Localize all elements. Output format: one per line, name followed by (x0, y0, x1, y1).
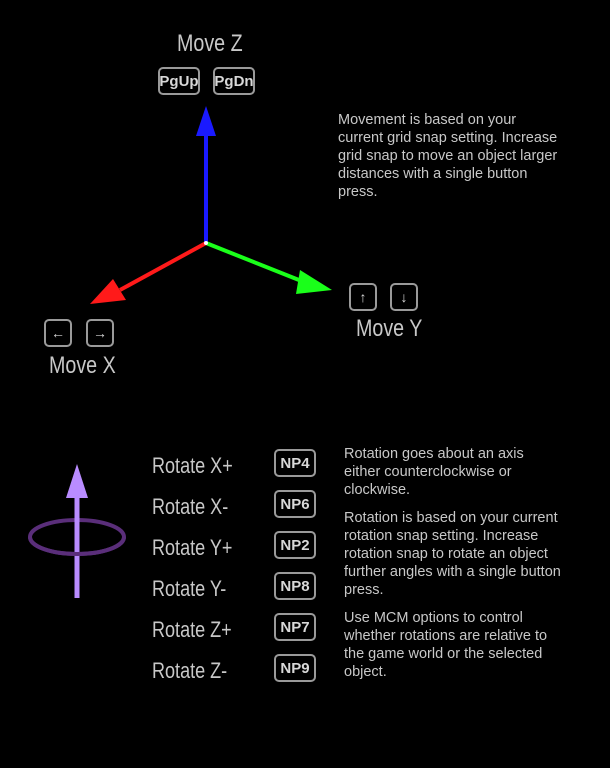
y-axis-line (205, 241, 305, 284)
arrow-down-icon: ↓ (400, 289, 408, 305)
arrow-left-key[interactable]: ← (44, 319, 72, 347)
rotation-info-mcm: Use MCM options to control whether rotat… (344, 610, 548, 680)
arrow-left-icon: ← (51, 325, 65, 341)
rotation-info-axis: Rotation goes about an axis either count… (344, 446, 524, 498)
np2-key[interactable]: NP2 (274, 531, 316, 559)
arrow-right-key[interactable]: → (86, 319, 114, 347)
np4-key[interactable]: NP4 (274, 449, 316, 477)
rotation-label: Rotate Z- (152, 658, 228, 683)
move-x-group: ← → Move X (42, 317, 122, 379)
gizmo-origin (204, 241, 208, 245)
pgdn-key[interactable]: PgDn (213, 67, 255, 95)
rotation-info-snap: Rotation is based on your current rotati… (344, 510, 561, 598)
np6-key[interactable]: NP6 (274, 490, 316, 518)
z-axis-arrowhead (196, 106, 216, 136)
arrow-down-key[interactable]: ↓ (390, 283, 418, 311)
x-axis-line (119, 241, 207, 292)
rotation-label: Rotate Y+ (152, 535, 233, 560)
arrow-up-key[interactable]: ↑ (349, 283, 377, 311)
rotation-list: Rotate X+ NP4 Rotate X- NP6 Rotate Y+ NP… (150, 449, 320, 689)
rotation-row-x-minus: Rotate X- NP6 (150, 490, 320, 524)
np9-key[interactable]: NP9 (274, 654, 316, 682)
move-y-label: Move Y (356, 315, 423, 342)
np8-key[interactable]: NP8 (274, 572, 316, 600)
rotation-label: Rotate X+ (152, 453, 233, 478)
rotation-ring-front (28, 536, 126, 556)
rotation-label: Rotate Y- (152, 576, 227, 601)
move-y-group: ↑ ↓ Move Y (345, 281, 425, 343)
rotation-label: Rotate X- (152, 494, 229, 519)
arrow-up-icon: ↑ (359, 289, 367, 305)
movement-info: Movement is based on your current grid s… (338, 112, 558, 200)
y-axis-arrowhead (296, 270, 332, 294)
move-z-group: Move Z PgUp PgDn (157, 30, 257, 96)
x-axis-arrowhead (90, 279, 126, 304)
rotation-row-y-plus: Rotate Y+ NP2 (150, 531, 320, 565)
rotation-row-x-plus: Rotate X+ NP4 (150, 449, 320, 483)
arrow-right-icon: → (93, 325, 107, 341)
rotation-row-z-minus: Rotate Z- NP9 (150, 654, 320, 688)
rotation-label: Rotate Z+ (152, 617, 232, 642)
np7-key[interactable]: NP7 (274, 613, 316, 641)
move-z-label: Move Z (177, 30, 243, 57)
rotation-axis-arrowhead (66, 464, 88, 498)
move-x-label: Move X (49, 352, 116, 379)
rotation-row-z-plus: Rotate Z+ NP7 (150, 613, 320, 647)
rotation-row-y-minus: Rotate Y- NP8 (150, 572, 320, 606)
pgup-key[interactable]: PgUp (158, 67, 200, 95)
rotation-info: Rotation goes about an axis either count… (344, 445, 564, 691)
